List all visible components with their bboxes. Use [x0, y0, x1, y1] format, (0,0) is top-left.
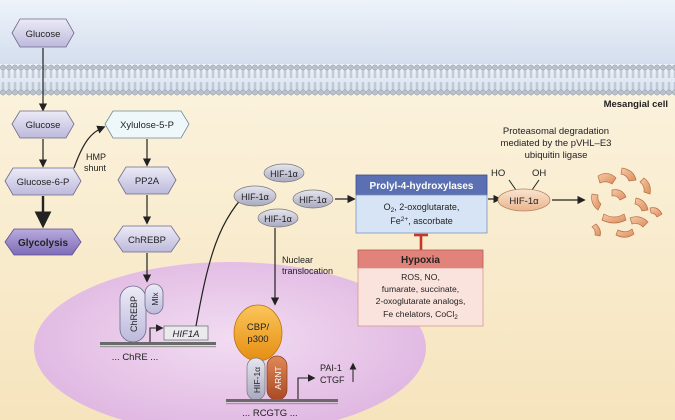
pai1-label: PAI-1	[320, 363, 342, 373]
hmp-label: HMP	[86, 152, 106, 162]
hif1a-gene-box: HIF1A	[163, 325, 209, 341]
extracellular-space	[0, 0, 675, 64]
hif1a-nuclear: HIF-1α	[246, 357, 266, 401]
hydroxylated-hif1a: HIF-1α	[497, 188, 551, 212]
prolyl-hydroxylase-box: Prolyl-4-hydroxylases O2, 2-oxoglutarate…	[355, 174, 488, 234]
hif1a-protein-2: HIF-1α	[233, 185, 277, 207]
cbp-p300-coactivator: CBP/ p300	[233, 304, 283, 362]
svg-text:HIF-1α: HIF-1α	[252, 367, 262, 393]
svg-text:Glycolysis: Glycolysis	[18, 238, 68, 249]
mlx-protein: Mlx	[144, 283, 164, 315]
ctgf-label: CTGF	[320, 375, 345, 385]
degradation-line-1: Proteasomal degradation	[503, 126, 609, 137]
chrebp-node: ChREBP	[113, 225, 181, 253]
arrow-hmp-shunt	[73, 125, 106, 169]
rcgtg-label: ... RCGTG ...	[242, 408, 297, 419]
glycolysis-node: Glycolysis	[4, 228, 82, 256]
degraded-fragments	[591, 167, 663, 238]
degradation-line-3: ubiquitin ligase	[525, 150, 588, 161]
svg-text:HIF-1α: HIF-1α	[264, 214, 292, 224]
transcription-start-targets	[297, 374, 316, 399]
svg-text:Glucose: Glucose	[26, 29, 61, 40]
svg-text:HIF-1α: HIF-1α	[241, 192, 269, 202]
hypoxia-inducer-3: 2-oxoglutarate analogs,	[376, 296, 466, 306]
fragment-11	[591, 223, 601, 237]
cell-label: Mesangial cell	[604, 99, 668, 110]
fragment-2	[620, 167, 637, 182]
svg-text:ChREBP: ChREBP	[128, 235, 166, 246]
fragment-10	[615, 228, 635, 238]
translocation-label: translocation	[282, 266, 333, 276]
svg-text:Xylulose-5-P: Xylulose-5-P	[120, 120, 174, 131]
svg-text:Mlx: Mlx	[150, 292, 160, 306]
glucose6p-node: Glucose-6-P	[4, 167, 82, 196]
degradation-line-2: mediated by the pVHL–E3	[501, 138, 612, 149]
ho-group-label: HO	[491, 168, 505, 179]
hif1a-protein-1: HIF-1α	[263, 163, 305, 183]
fragment-6	[634, 197, 649, 212]
hydroxyl-bond-left	[508, 179, 517, 191]
svg-text:HIF-1α: HIF-1α	[299, 195, 327, 205]
dna-strand-chre	[100, 342, 216, 348]
shunt-label: shunt	[84, 163, 107, 173]
prolyl-cofactors-2: Fe2+, ascorbate	[390, 216, 452, 226]
fragment-1	[597, 173, 617, 185]
fragment-7	[601, 213, 627, 224]
hypoxia-title: Hypoxia	[401, 255, 440, 266]
svg-text:Glucose: Glucose	[26, 120, 61, 131]
nuclear-label: Nuclear	[282, 255, 313, 265]
hypoxia-inducer-2: fumarate, succinate,	[382, 284, 459, 294]
hydroxyl-bond-right	[531, 179, 540, 191]
prolyl-cofactors-1: O2, 2-oxoglutarate,	[384, 202, 460, 214]
svg-text:HIF-1α: HIF-1α	[270, 169, 298, 179]
svg-text:CBP/: CBP/	[247, 322, 270, 333]
arnt-protein: ARNT	[266, 355, 288, 401]
hypoxia-inducer-1: ROS, NO,	[401, 272, 440, 282]
fragment-4	[591, 193, 602, 211]
fragment-5	[611, 189, 627, 201]
dna-strand-rcgtg	[226, 399, 338, 405]
fragment-8	[629, 216, 649, 228]
glucose-inside-node: Glucose	[11, 110, 75, 139]
pp2a-node: PP2A	[117, 166, 177, 195]
chrebp-dna-bound: ChREBP	[119, 285, 147, 343]
chre-label: ... ChRE ...	[112, 352, 158, 363]
fragment-9	[649, 207, 663, 218]
glucose-outside-node: Glucose	[11, 18, 75, 48]
xylulose-node: Xylulose-5-P	[104, 110, 190, 139]
svg-text:Glucose-6-P: Glucose-6-P	[17, 177, 70, 188]
oh-group-label: OH	[532, 168, 546, 179]
svg-text:p300: p300	[247, 334, 268, 345]
svg-text:HIF1A: HIF1A	[173, 329, 200, 340]
svg-text:ARNT: ARNT	[273, 366, 283, 389]
hypoxia-inducer-4: Fe chelators, CoCl2	[383, 309, 458, 321]
svg-text:ChREBP: ChREBP	[129, 296, 139, 332]
cell-membrane	[0, 64, 675, 96]
hypoxia-box: Hypoxia ROS, NO, fumarate, succinate, 2-…	[357, 249, 484, 327]
fragment-3	[639, 177, 651, 195]
svg-text:PP2A: PP2A	[135, 176, 160, 187]
transcription-start-hif1a	[149, 324, 164, 342]
hif1a-protein-4: HIF-1α	[257, 208, 299, 228]
prolyl-title: Prolyl-4-hydroxylases	[370, 181, 474, 192]
svg-text:HIF-1α: HIF-1α	[509, 196, 539, 207]
hif1a-protein-3: HIF-1α	[292, 189, 334, 209]
